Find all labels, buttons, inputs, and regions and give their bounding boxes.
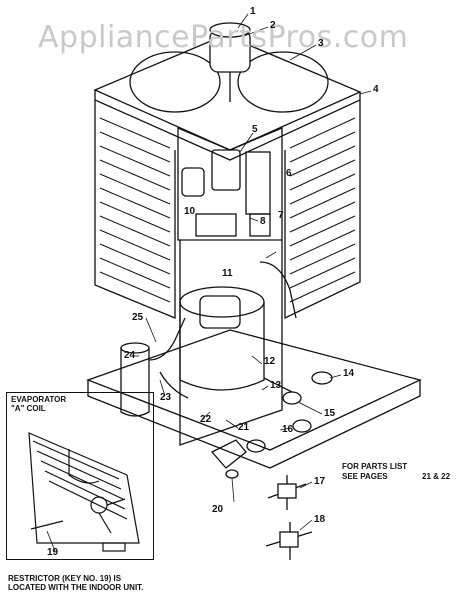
callout-4: 4 bbox=[373, 84, 379, 95]
accumulator bbox=[120, 342, 150, 417]
callout-7: 7 bbox=[278, 210, 284, 221]
callout-8: 8 bbox=[260, 216, 266, 227]
callout-6: 6 bbox=[286, 168, 292, 179]
callout-12: 12 bbox=[264, 356, 276, 367]
callout-25: 25 bbox=[132, 312, 144, 323]
inset-title-line1: EVAPORATOR bbox=[11, 395, 67, 404]
condenser-coil-left bbox=[94, 100, 176, 319]
watermark: AppliancePartsPros.com bbox=[38, 20, 409, 55]
callout-2: 2 bbox=[270, 20, 276, 31]
callout-10: 10 bbox=[184, 206, 196, 217]
condenser-coil-right bbox=[284, 100, 361, 320]
parts-list-note-line2: SEE PAGES bbox=[342, 472, 388, 481]
fan-grille-right bbox=[237, 51, 329, 113]
inset-title-line2: "A" COIL bbox=[11, 404, 46, 413]
callout-5: 5 bbox=[252, 124, 258, 135]
callout-15: 15 bbox=[324, 408, 336, 419]
callout-24: 24 bbox=[124, 350, 136, 361]
callout-16: 16 bbox=[282, 424, 294, 435]
callout-11: 11 bbox=[222, 268, 233, 279]
evaporator-inset: EVAPORATOR "A" COIL 19 bbox=[6, 392, 154, 560]
callout-14: 14 bbox=[343, 368, 355, 379]
callout-22: 22 bbox=[200, 414, 212, 425]
callout-21: 21 bbox=[238, 422, 250, 433]
parts-list-note-line1: FOR PARTS LIST bbox=[342, 462, 408, 471]
restrictor-note-line2: LOCATED WITH THE INDOOR UNIT. bbox=[8, 583, 144, 592]
callout-13: 13 bbox=[270, 380, 282, 391]
callout-1: 1 bbox=[250, 6, 256, 17]
fitting-17 bbox=[267, 475, 307, 510]
fitting-18 bbox=[265, 522, 313, 560]
callout-3: 3 bbox=[318, 38, 324, 49]
fan-grille-left bbox=[129, 51, 221, 113]
control-box bbox=[177, 127, 283, 241]
restrictor-note-line1: RESTRICTOR (KEY NO. 19) IS bbox=[8, 574, 122, 583]
callout-19: 19 bbox=[47, 547, 59, 558]
callout-23: 23 bbox=[160, 392, 172, 403]
compressor bbox=[179, 286, 265, 391]
parts-list-pages: 21 & 22 bbox=[422, 472, 451, 481]
callout-18: 18 bbox=[314, 514, 326, 525]
evaporator-coil-drawing bbox=[28, 432, 140, 552]
callout-17: 17 bbox=[314, 476, 326, 487]
service-valves bbox=[210, 371, 333, 479]
callout-20: 20 bbox=[212, 504, 224, 515]
